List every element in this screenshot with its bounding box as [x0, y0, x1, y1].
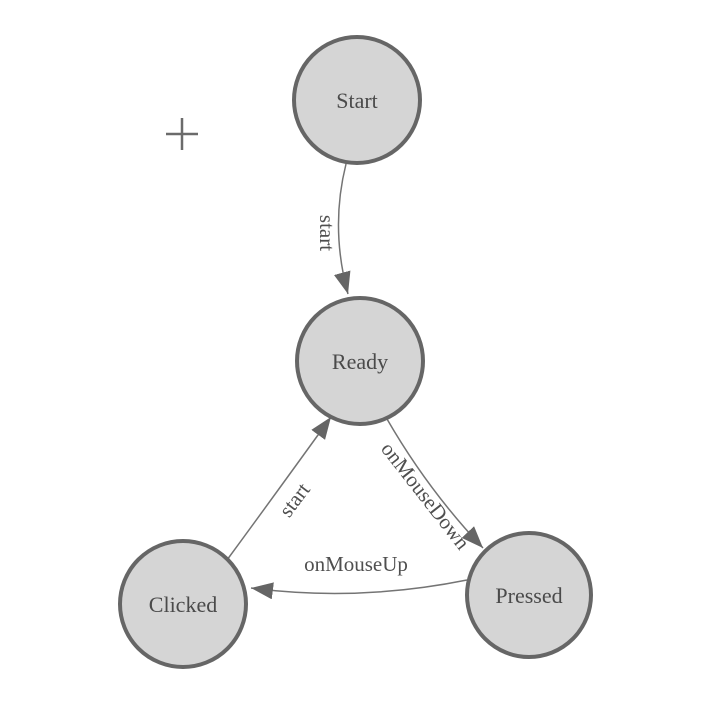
- node-clicked[interactable]: Clicked: [118, 539, 248, 669]
- edge-ready-to-pressed[interactable]: onMouseDown: [376, 418, 484, 554]
- node-pressed-label: Pressed: [495, 583, 562, 608]
- edge-clicked-to-ready-path[interactable]: [226, 416, 332, 561]
- edge-clicked-to-ready[interactable]: start: [226, 416, 332, 561]
- edge-pressed-to-clicked[interactable]: onMouseUp: [250, 552, 468, 600]
- node-clicked-circle[interactable]: [118, 539, 248, 669]
- node-ready-circle[interactable]: [295, 296, 425, 426]
- node-ready-label: Ready: [332, 349, 388, 374]
- edge-pressed-to-clicked-path[interactable]: [250, 579, 468, 600]
- node-pressed-circle[interactable]: [465, 531, 593, 659]
- edge-ready-to-pressed-path[interactable]: [386, 418, 484, 549]
- edge-label-clicked-to-ready: start: [274, 478, 315, 521]
- edge-start-to-ready[interactable]: start: [315, 163, 351, 295]
- node-start-label: Start: [336, 88, 378, 113]
- node-clicked-label: Clicked: [149, 592, 217, 617]
- node-start-circle[interactable]: [292, 35, 422, 165]
- node-pressed[interactable]: Pressed: [465, 531, 593, 659]
- node-start[interactable]: Start: [292, 35, 422, 165]
- edge-start-to-ready-path[interactable]: [334, 163, 351, 295]
- edge-label-pressed-to-clicked: onMouseUp: [304, 552, 408, 576]
- origin-crosshair-icon: [166, 118, 198, 150]
- node-ready[interactable]: Ready: [295, 296, 425, 426]
- edge-label-start-to-ready: start: [315, 215, 339, 251]
- edge-label-ready-to-pressed: onMouseDown: [376, 437, 475, 554]
